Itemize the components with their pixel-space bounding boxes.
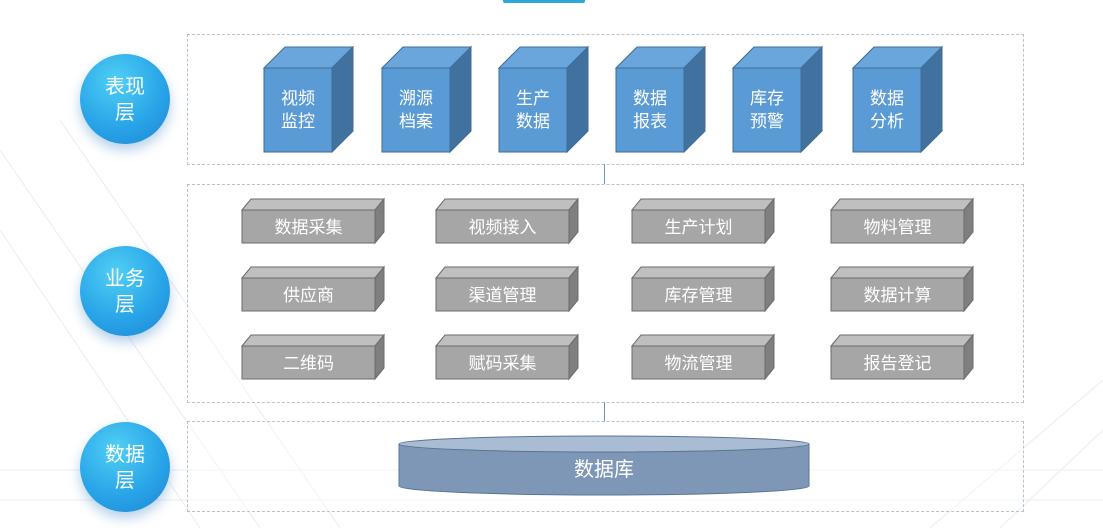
- cube-label: 数据: [870, 89, 904, 109]
- block-front-face: [830, 209, 965, 244]
- cube-label: 数据: [516, 112, 550, 132]
- block-label: 库存管理: [665, 286, 733, 306]
- cube-label: 档案: [399, 112, 433, 132]
- cube-label: 监控: [281, 112, 315, 132]
- data-layer-label: 数据层: [80, 422, 170, 512]
- block-front-face: [830, 345, 965, 380]
- block-label: 赋码采集: [469, 354, 537, 374]
- block-label: 数据计算: [864, 286, 932, 306]
- block-label: 渠道管理: [469, 286, 537, 306]
- block-label: 视频接入: [469, 218, 537, 238]
- block-front-face: [631, 209, 766, 244]
- business-block: 二维码: [240, 333, 386, 381]
- block-label: 生产计划: [665, 218, 733, 238]
- block-front-face: [435, 277, 570, 312]
- block-front-face: [631, 277, 766, 312]
- business-block: 供应商: [240, 265, 386, 313]
- database-body: [398, 443, 810, 496]
- cube-label: 溯源: [399, 89, 433, 109]
- block-front-face: [435, 345, 570, 380]
- database-top: [398, 435, 810, 453]
- block-label: 二维码: [283, 354, 334, 374]
- cube-front-face: [852, 67, 922, 153]
- business-block: 报告登记: [829, 333, 975, 381]
- business-block: 物流管理: [630, 333, 776, 381]
- business-block: 赋码采集: [434, 333, 580, 381]
- cube-label: 数据: [633, 89, 667, 109]
- business-block: 渠道管理: [434, 265, 580, 313]
- block-label: 物流管理: [665, 354, 733, 374]
- cube-label: 生产: [516, 89, 550, 109]
- cube-label: 报表: [633, 112, 667, 132]
- cube-label: 预警: [750, 112, 784, 132]
- business-block: 物料管理: [829, 197, 975, 245]
- block-label: 供应商: [283, 286, 334, 306]
- block-front-face: [241, 209, 376, 244]
- cube-front-face: [732, 67, 802, 153]
- block-front-face: [241, 345, 376, 380]
- database-label: 数据库: [574, 457, 634, 481]
- business-block: 库存管理: [630, 265, 776, 313]
- cube-front-face: [615, 67, 685, 153]
- cube-label: 视频: [281, 89, 315, 109]
- block-label: 物料管理: [864, 218, 932, 238]
- business-block: 视频接入: [434, 197, 580, 245]
- business-layer-label: 业务层: [80, 246, 170, 336]
- cube-label: 库存: [750, 89, 784, 109]
- block-front-face: [631, 345, 766, 380]
- business-block: 数据计算: [829, 265, 975, 313]
- business-block: 生产计划: [630, 197, 776, 245]
- block-front-face: [241, 277, 376, 312]
- cube-front-face: [381, 67, 451, 153]
- cube-front-face: [263, 67, 333, 153]
- block-front-face: [830, 277, 965, 312]
- business-block: 数据采集: [240, 197, 386, 245]
- cube-front-face: [498, 67, 568, 153]
- block-front-face: [435, 209, 570, 244]
- presentation-layer-label: 表现层: [80, 54, 170, 144]
- block-label: 数据采集: [275, 218, 343, 238]
- top-tab-decoration: [503, 0, 585, 3]
- connector-line: [604, 164, 605, 184]
- block-label: 报告登记: [864, 354, 932, 374]
- cube-label: 分析: [870, 112, 904, 132]
- connector-line: [604, 402, 605, 422]
